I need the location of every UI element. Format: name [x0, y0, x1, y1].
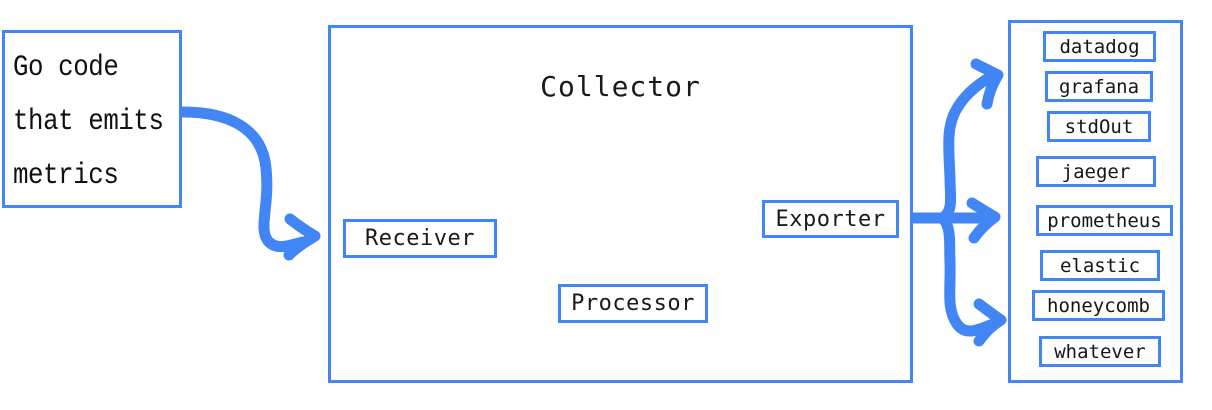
arrow-source-to-receiver — [177, 106, 321, 261]
collector-title: Collector — [540, 70, 701, 103]
backend-chip-honeycomb: honeycomb — [1032, 290, 1165, 321]
receiver-box: Receiver — [343, 219, 497, 258]
exporter-box: Exporter — [762, 200, 899, 238]
backend-chip-grafana: grafana — [1045, 71, 1153, 102]
source-line-3: metrics — [13, 159, 119, 193]
backend-chip-elastic: elastic — [1040, 250, 1160, 281]
backend-chip-prometheus: prometheus — [1036, 205, 1173, 236]
go-code-source-box: Go code that emits metrics — [2, 30, 182, 208]
backend-chip-datadog: datadog — [1043, 31, 1156, 62]
backend-chip-jaeger: jaeger — [1036, 156, 1156, 187]
arrow-exporter-fanout — [906, 58, 1007, 347]
processor-box: Processor — [558, 284, 708, 323]
source-line-1: Go code — [13, 51, 119, 85]
backends-container — [1008, 20, 1183, 383]
backend-chip-stdOut: stdOut — [1047, 111, 1151, 142]
backend-chip-whatever: whatever — [1039, 336, 1161, 367]
source-line-2: that emits — [13, 105, 164, 139]
